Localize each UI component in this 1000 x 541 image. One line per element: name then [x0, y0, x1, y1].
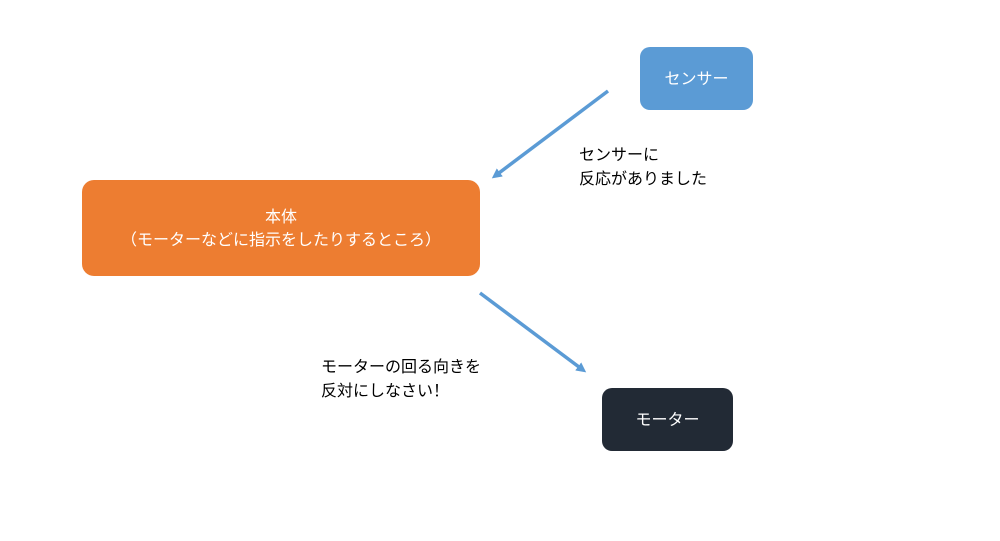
edge-label-line: 反応がありました [579, 169, 708, 188]
edge-label-sensor-to-main: センサーに 反応がありました [579, 143, 707, 191]
arrow-sensor-to-main [491, 89, 610, 179]
sensor-node-label: センサー [664, 68, 729, 88]
arrow-main-to-motor [478, 291, 587, 373]
edge-label-line: センサーに [579, 145, 660, 164]
main-body-node: 本体 （モーターなどに指示をしたりするところ） [82, 180, 480, 276]
motor-node-label: モーター [635, 409, 700, 429]
edge-label-main-to-motor: モーターの回る向きを 反対にしなさい！ [321, 355, 481, 403]
sensor-node: センサー [640, 47, 753, 110]
edge-label-line: モーターの回る向きを [321, 357, 482, 376]
main-body-title: 本体 [264, 206, 297, 226]
motor-node: モーター [602, 388, 733, 451]
edge-label-line: 反対にしなさい！ [321, 381, 450, 400]
main-body-subtitle: （モーターなどに指示をしたりするところ） [120, 230, 441, 249]
